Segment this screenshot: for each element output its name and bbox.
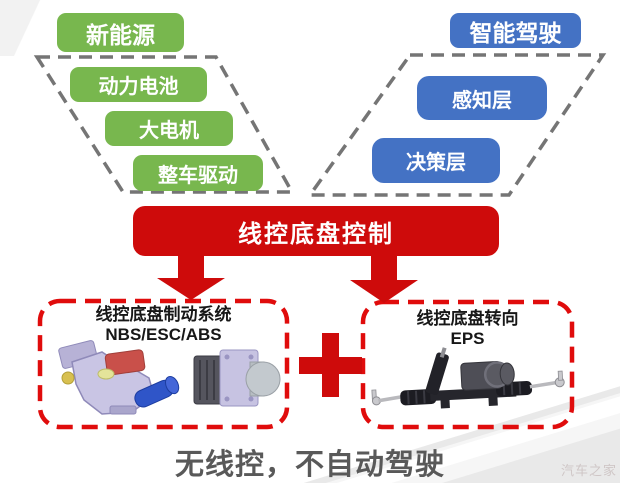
- corner-accent-top-left: [0, 0, 64, 56]
- brake-box-subtitle: NBS/ESC/ABS: [105, 325, 222, 344]
- slogan-text: 无线控，不自动驾驶: [174, 449, 445, 481]
- esc-abs-hydraulic-unit-3d-render: [193, 349, 281, 407]
- header-intelligent-driving: 智能驾驶: [450, 13, 581, 48]
- dashed-parallelogram-new-energy: [33, 55, 295, 194]
- item-vehicle-drive: 整车驱动: [133, 155, 263, 191]
- brake-box-titles: 线控底盘制动系统 NBS/ESC/ABS: [40, 305, 287, 345]
- eps-steering-illustration: [370, 345, 568, 428]
- wire-chassis-control-box: 线控底盘控制: [133, 206, 499, 256]
- down-arrow-left-icon: [157, 255, 225, 300]
- header-new-energy: 新能源: [57, 13, 184, 52]
- brake-booster-3d-render: [58, 340, 180, 415]
- steering-box-title: 线控底盘转向: [416, 309, 519, 328]
- dashed-box-brake-system: [37, 298, 290, 430]
- watermark-autohome: 汽车之家: [560, 463, 617, 478]
- brake-components-illustration: [52, 336, 282, 429]
- brake-illustration-svg: [58, 340, 281, 415]
- dashed-box-steering-system: [360, 299, 575, 430]
- down-arrow-right-icon: [350, 255, 418, 303]
- brake-box-title: 线控底盘制动系统: [95, 305, 232, 324]
- item-power-battery: 动力电池: [70, 67, 207, 102]
- steering-box-titles: 线控底盘转向 EPS: [363, 309, 572, 349]
- item-big-motor: 大电机: [105, 111, 233, 146]
- item-decision-layer: 决策层: [372, 138, 500, 183]
- item-perception-layer: 感知层: [417, 76, 547, 120]
- plus-icon: [299, 333, 362, 397]
- eps-steering-rack-3d-render: [371, 347, 565, 409]
- steering-box-subtitle: EPS: [450, 329, 485, 348]
- dashed-parallelogram-intelligent-driving: [306, 53, 607, 197]
